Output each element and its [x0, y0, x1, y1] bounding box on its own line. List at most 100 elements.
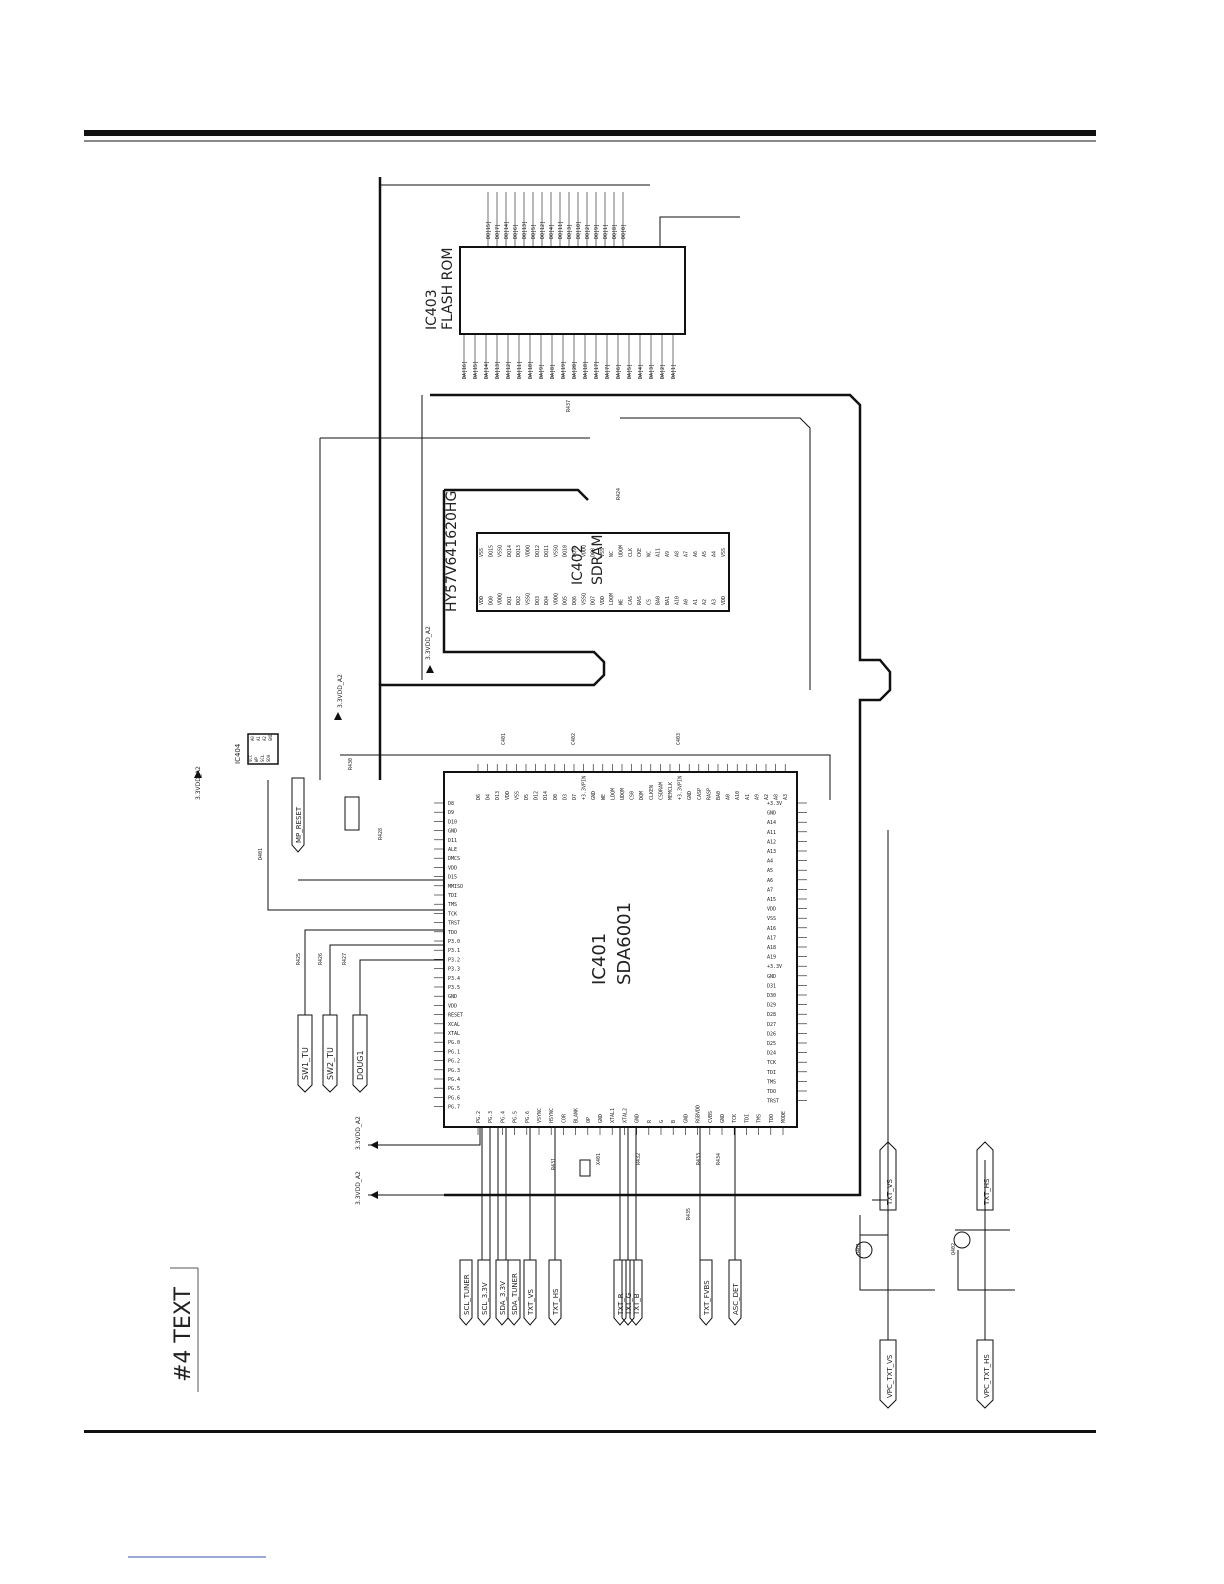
conn-vpc-txt-hs: VPC_TXT_HS	[983, 1354, 991, 1398]
ic401-left-pin-label: GND	[448, 994, 457, 1000]
ic402-right-pin-label: CLK	[628, 548, 634, 557]
ic401-right-pin-label: D25	[767, 1041, 776, 1047]
ic401-right-pin-label: A13	[767, 849, 776, 855]
ic402-right-pin-label: DQ8	[591, 548, 597, 557]
ic402-right-pin-label: DQ14	[507, 545, 513, 557]
ic401-left-pin-label: TMS	[448, 902, 457, 908]
connector-bottom	[507, 1259, 521, 1326]
ic403-addr-pin-label: DA[1]	[671, 364, 677, 379]
ic401-left-pin-label: D11	[448, 838, 457, 844]
ic401-bottom-pin-label: TDO	[769, 1114, 775, 1123]
ic401-top-pin-label: D5	[524, 794, 530, 800]
ic402-part: SDRAM	[590, 535, 606, 585]
ic401-top-pin-label: A8	[774, 794, 780, 800]
component-ref: R431	[551, 1158, 557, 1170]
ic402-right-pin-label: A11	[656, 548, 662, 557]
component-ref: R424	[616, 488, 622, 500]
ic404-pin-label: SDA	[266, 754, 271, 762]
ic402-left-pin-label: CS	[646, 599, 652, 605]
ic401-right-pin-label: TDO	[767, 1089, 776, 1095]
connector-bottom-label: TXT_VS	[527, 1288, 535, 1316]
ic401-right-pin-label: A6	[767, 878, 773, 884]
component-ref: C403	[676, 733, 682, 745]
ic401-left-pin-label: XCAL	[448, 1022, 460, 1028]
ic403-data-pin-label: DQ[15]	[486, 221, 492, 239]
ic401-right-pin-label: D31	[767, 983, 776, 989]
ic402-left-pin-label: VSSQ	[526, 593, 532, 605]
ic402-left-pin-label: DQ7	[591, 596, 597, 605]
ic402-right-pin-label: CKE	[637, 548, 643, 557]
ic401-bottom-pin-label: PG.5	[513, 1111, 519, 1123]
ic401-left-pin-label: D15	[448, 875, 457, 881]
connector-bottom-label: TXT_FVBS	[703, 1280, 711, 1316]
ic401-top-pin-label: A10	[735, 791, 741, 800]
ic404-pin-label: GND	[268, 733, 273, 741]
ic401-top-pin-label: GND	[687, 791, 693, 800]
ic402-left-pin-label: BA1	[665, 596, 671, 605]
ic403-part: FLASH ROM	[440, 248, 456, 330]
ic401-top-pin-label: UDQM	[620, 788, 626, 800]
ic403-data-pin-label: DQ[3]	[567, 224, 573, 239]
ic401-top-pin-label: WE	[601, 794, 607, 800]
ic402-right-pin-label: DQ10	[563, 545, 569, 557]
ic402-right-pin-label: VDDQ	[526, 545, 532, 557]
ic401-left-pin-label: PG.4	[448, 1077, 460, 1083]
ic401-bottom-pin-label: TMS	[757, 1114, 763, 1123]
ic401-top-pin-label: D14	[543, 791, 549, 800]
ic404-pin-label: VCC	[248, 754, 253, 762]
ic402-right-pin-label: UDQM	[619, 545, 625, 557]
ic401-bottom-pin-label: R	[647, 1119, 653, 1123]
connector-bottom	[495, 1259, 509, 1326]
ic401-bottom-pin-label: GND	[635, 1114, 641, 1123]
ic402-left-pin-label: DQ1	[507, 596, 513, 605]
ic402-marking: HY57V641620HG	[444, 491, 460, 612]
component-ref: X401	[596, 1153, 602, 1165]
ic401-bottom-pin-label: PG.4	[500, 1111, 506, 1123]
ic403-addr-pin-label: DA[16]	[462, 361, 468, 379]
ic402-left-pin-label: DQ5	[563, 596, 569, 605]
ic401-right-pin-label: A12	[767, 839, 776, 845]
ic403-ref: IC403	[424, 289, 440, 330]
ic403-addr-pin-label: DA[4]	[638, 364, 644, 379]
ic401-left-pin-label: PG.5	[448, 1086, 460, 1092]
ic401-bottom-pin-label: TDI	[744, 1114, 750, 1123]
ic401-right-pin-label: A7	[767, 887, 773, 893]
connector-bottom-label: TXT_R	[617, 1293, 625, 1316]
ic402-left-pin-label: A0	[684, 599, 690, 605]
ic401-top-pin-label: D12	[534, 791, 540, 800]
ic401-right-pin-label: D26	[767, 1031, 776, 1037]
ic401-left-pin-label: PG.0	[448, 1040, 460, 1046]
power-label-3: 3.3VDD_A2	[195, 766, 202, 800]
ic401-right-pin-label: GND	[767, 811, 776, 817]
ic402-left-pin-label: RAS	[637, 596, 643, 605]
ic403-addr-pin-label: DA[12]	[506, 361, 512, 379]
ic403-data-pin-label: DQ[13]	[522, 221, 528, 239]
ic401-top-pin-label: GND	[591, 791, 597, 800]
ic401-right-pin-label: A19	[767, 955, 776, 961]
ic402-right-pin-label: VSS	[721, 548, 727, 557]
ic402-right-pin-label: A9	[665, 551, 671, 557]
ic401-bottom-pin-label: VSYNC	[537, 1108, 543, 1123]
ic401-top-pin-label: A0	[726, 794, 732, 800]
ic401-left-pin-label: PG.3	[448, 1068, 460, 1074]
ic401-right-pin-label: +3.3V	[767, 801, 782, 807]
ic401-top-pin-label: MEMCLK	[668, 782, 674, 800]
reset-label: MP_RESET	[295, 806, 303, 843]
ic402-right-pin-label: DQ15	[488, 545, 494, 557]
ic402-right-pin-label: A7	[684, 551, 690, 557]
component-ref: R432	[636, 1153, 642, 1165]
ic402-right-pin-label: A4	[712, 551, 718, 557]
ic401-left-pin-label: GND	[448, 829, 457, 835]
ic402-left-pin-label: A1	[693, 599, 699, 605]
ic401-bottom-pin-label: COR	[561, 1113, 567, 1123]
ic401-left-pin-label: XTAL	[448, 1031, 460, 1037]
ic403-data-pin-label: DQ[7]	[495, 224, 501, 239]
connector-label: SW2_TU	[326, 1047, 335, 1080]
ic401-right-pin-label: D27	[767, 1022, 776, 1028]
component-ref: R426	[318, 953, 324, 965]
ic401-top-pin-label: A1	[745, 794, 751, 800]
ic401-left-pin-label: P3.3	[448, 967, 460, 973]
ic403-addr-pin-label: DA[17]	[594, 361, 600, 379]
